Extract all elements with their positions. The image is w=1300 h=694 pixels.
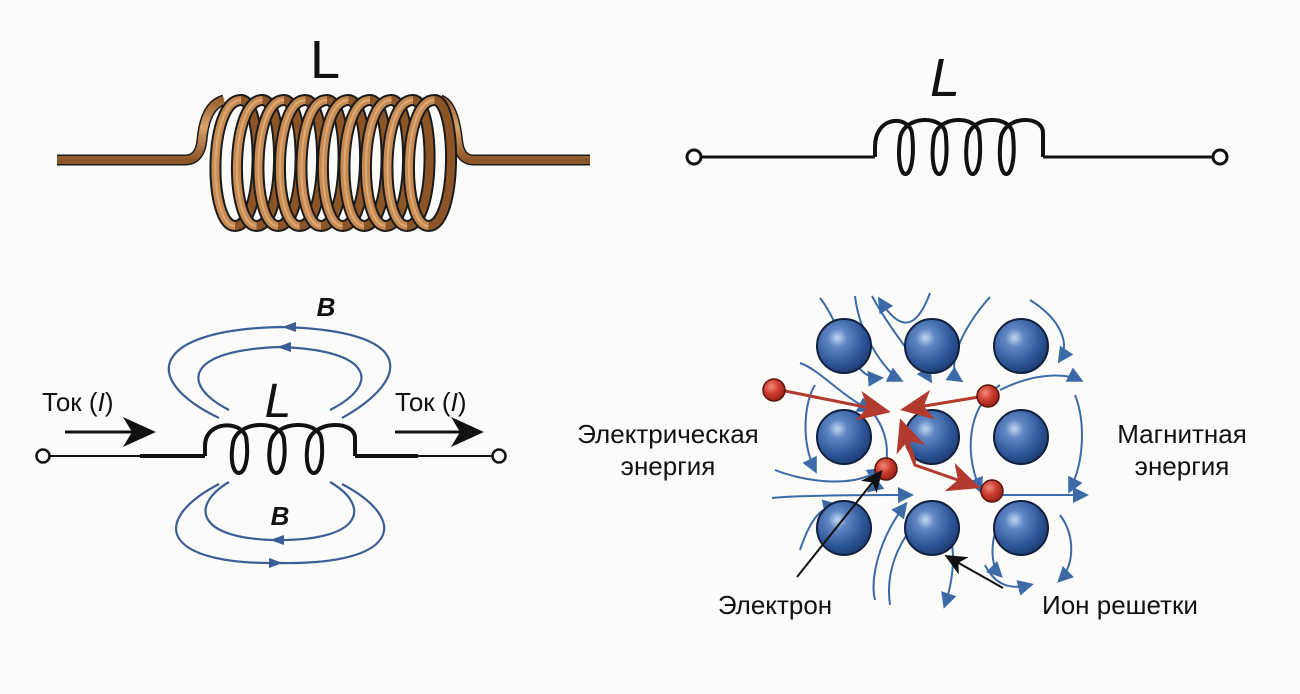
- field-arrowhead: [270, 535, 284, 545]
- coil-lead-left: [57, 96, 226, 164]
- lattice-ion: [904, 318, 960, 374]
- coil-turn-highlight: [365, 99, 392, 227]
- lattice-ion: [816, 500, 872, 556]
- magnetic-energy-label-line2: энергия: [1135, 451, 1230, 481]
- field-terminal-right: [491, 448, 507, 464]
- field-diagram-panel: L B B Ток (I) Ток (I): [35, 292, 507, 568]
- electron-path-2: [900, 389, 986, 420]
- field-coil: [203, 423, 357, 475]
- field-label-top: B: [317, 292, 336, 322]
- coil-turn-highlight: [322, 99, 349, 227]
- copper-coil: [57, 94, 590, 232]
- field-line: [984, 564, 1034, 596]
- coil-turn-highlight: [343, 99, 371, 227]
- field-inductor-label: L: [265, 375, 292, 428]
- electron: [762, 378, 786, 402]
- field-line: [771, 487, 914, 504]
- lattice-ion: [993, 409, 1049, 465]
- field-line: [1068, 394, 1083, 494]
- field-line: [854, 295, 904, 382]
- electron-pointer: [796, 469, 883, 578]
- magnetic-energy-label-line1: Магнитная: [1117, 419, 1247, 449]
- inductor-symbol: [685, 118, 1229, 176]
- lattice-ion-label: Ион решетки: [1042, 590, 1198, 620]
- schematic-symbol-panel: L: [685, 48, 1229, 176]
- electron-path-4: [903, 439, 981, 492]
- electron: [980, 479, 1004, 503]
- physical-coil-panel: L: [57, 30, 590, 232]
- field-line: [945, 296, 991, 383]
- coil-label: L: [310, 30, 340, 90]
- electron-label: Электрон: [718, 590, 832, 620]
- electric-energy-label-line2: энергия: [621, 451, 716, 481]
- field-arrowhead: [282, 322, 296, 332]
- field-line: [872, 501, 908, 601]
- coil-turn-highlight: [214, 99, 242, 227]
- electron: [976, 384, 1000, 408]
- lattice-ion: [816, 409, 872, 465]
- coil-turn-highlight: [300, 99, 328, 227]
- field-line: [1057, 514, 1075, 583]
- lattice-ion: [993, 500, 1049, 556]
- coil-turn-highlight: [236, 99, 263, 227]
- field-line: [1029, 299, 1074, 364]
- schematic-label: L: [930, 48, 960, 108]
- current-in-label: Ток (I): [42, 387, 113, 417]
- magnetic-field-lines: [167, 322, 392, 568]
- coil-lead-right: [438, 96, 590, 164]
- coil-turn-back-fill: [427, 96, 455, 230]
- field-inductor-symbol: [35, 423, 507, 475]
- lattice-ion: [904, 500, 960, 556]
- terminal-left: [685, 148, 703, 166]
- lattice-ion: [816, 318, 872, 374]
- lattice-ion: [993, 318, 1049, 374]
- electron-paths: [784, 389, 986, 492]
- field-line: [802, 384, 817, 474]
- field-terminal-left: [35, 448, 51, 464]
- field-arrowhead: [277, 342, 291, 352]
- field-line-top-outer: [167, 325, 392, 419]
- field-line: [877, 292, 931, 324]
- lattice-ions: [816, 318, 1049, 556]
- terminal-right: [1211, 148, 1229, 166]
- current-out-label: Ток (I): [395, 387, 466, 417]
- coil-turn-highlight: [257, 99, 285, 227]
- electron-path-1: [784, 389, 891, 421]
- lattice-panel: Электрическая энергия Магнитная энергия …: [577, 292, 1247, 620]
- field-line: [999, 367, 1084, 391]
- coil-turn-highlight: [386, 99, 414, 227]
- coil-turn-highlight: [279, 99, 306, 227]
- schematic-coil: [873, 118, 1045, 176]
- ion-pointer: [944, 555, 1004, 589]
- field-arrowhead: [269, 558, 283, 568]
- coil-turn-highlight: [408, 99, 435, 227]
- field-line: [774, 467, 884, 484]
- electric-energy-label-line1: Электрическая: [577, 419, 759, 449]
- field-label-bottom: B: [271, 501, 290, 531]
